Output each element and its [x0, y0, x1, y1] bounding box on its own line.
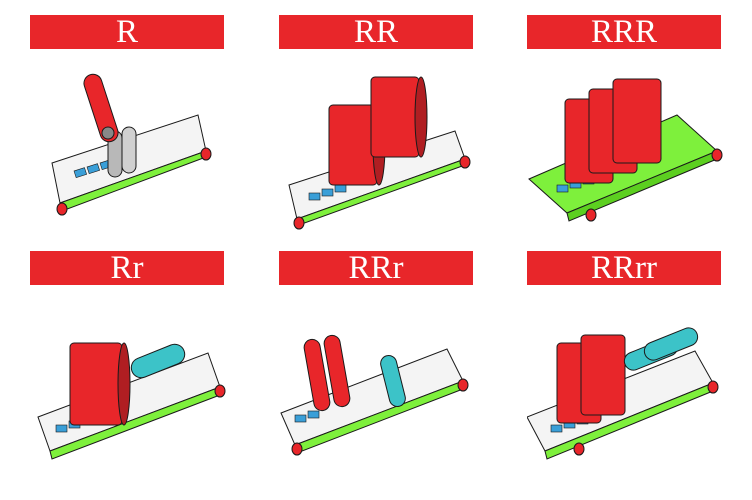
panel-r: R	[30, 15, 270, 245]
hinged-red-roller	[83, 73, 119, 143]
red-roller-cover	[328, 104, 378, 186]
panel-title: RRR	[527, 15, 721, 49]
belt-end-roller	[707, 380, 719, 394]
belt-end-roller	[711, 148, 723, 162]
panel-title: RR	[279, 15, 473, 49]
machine-illustration	[280, 334, 469, 456]
machine-illustration	[528, 78, 723, 222]
belt-end-roller	[457, 378, 469, 392]
belt-end-roller	[56, 202, 68, 216]
cyan-roller	[130, 343, 186, 379]
belt-end-roller	[573, 442, 585, 456]
hinge-icon	[101, 126, 115, 140]
belt-end-roller	[293, 216, 305, 230]
grey-roller	[121, 126, 137, 174]
red-roller-cover	[612, 78, 662, 164]
panel-title: Rr	[30, 251, 224, 285]
red-roller-cover	[370, 76, 420, 158]
belt-end-roller	[459, 155, 471, 169]
machine-illustration	[37, 342, 226, 460]
panel-rrrr: RRrr	[527, 251, 752, 481]
red-roller-cover	[69, 342, 123, 426]
red-roller-cover	[580, 334, 626, 416]
red-roller	[323, 334, 351, 408]
panel-rr-lower: Rr	[30, 251, 270, 481]
cyan-roller	[380, 355, 406, 407]
red-roller	[303, 338, 331, 412]
panel-title: RRr	[279, 251, 473, 285]
machine-illustration	[527, 327, 719, 460]
belt-end-roller	[200, 147, 212, 161]
machine-illustration	[288, 76, 471, 230]
panel-rrr: RRR	[527, 15, 752, 245]
panel-title: RRrr	[527, 251, 721, 285]
belt-end-roller	[214, 384, 226, 398]
machine-illustration	[51, 73, 212, 216]
control-panel-icon	[73, 159, 114, 179]
belt-end-roller	[585, 208, 597, 222]
control-panel-icon	[294, 410, 320, 423]
panel-rr: RR	[279, 15, 519, 245]
belt-end-roller	[291, 442, 303, 456]
panel-rrr-lower: RRr	[279, 251, 519, 481]
cyan-roller	[643, 327, 699, 361]
panel-title: R	[30, 15, 224, 49]
